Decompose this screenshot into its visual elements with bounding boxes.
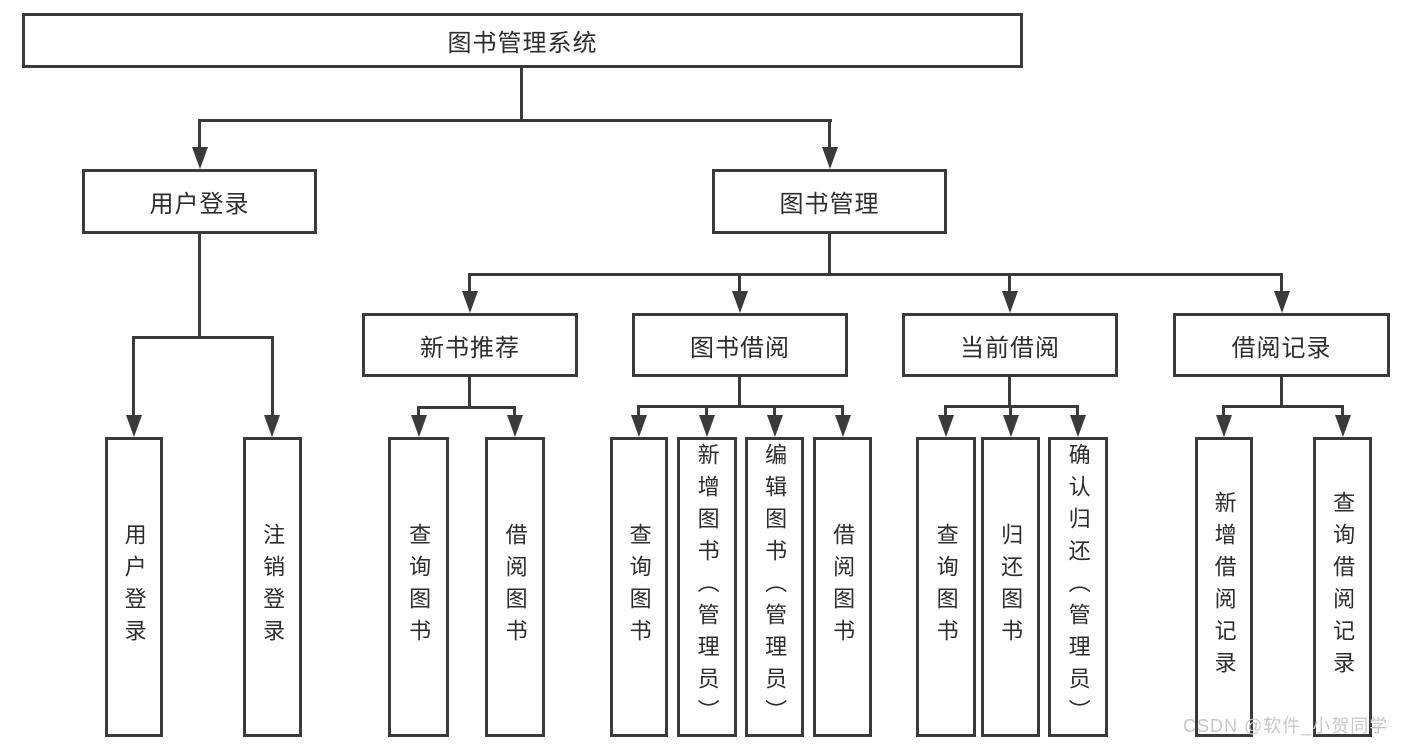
leaf-label: 归还图书 xyxy=(998,523,1024,651)
leaf-label: 注销登录 xyxy=(260,523,286,651)
leaf-query-books-current: 查询图书 xyxy=(916,437,976,737)
leaf-label: 编辑图书（管理员） xyxy=(762,443,788,731)
arrow-down-icon xyxy=(192,147,208,169)
connector-line xyxy=(738,377,741,408)
leaf-label: 查询图书 xyxy=(406,523,432,651)
arrow-down-icon xyxy=(462,291,478,313)
arrow-down-icon xyxy=(1274,291,1290,313)
connector-line xyxy=(1008,273,1011,291)
connector-line xyxy=(828,119,831,147)
leaf-label: 查询图书 xyxy=(933,523,959,651)
leaf-query-borrow-record: 查询借阅记录 xyxy=(1313,437,1372,737)
leaf-add-borrow-record: 新增借阅记录 xyxy=(1195,437,1253,737)
arrow-down-icon xyxy=(126,415,142,437)
connector-line xyxy=(198,119,201,147)
arrow-down-icon xyxy=(1003,415,1019,437)
connector-line xyxy=(1222,405,1343,408)
arrow-down-icon xyxy=(822,147,838,169)
node-book-management: 图书管理 xyxy=(712,169,947,234)
node-book-borrowing: 图书借阅 xyxy=(632,313,848,377)
leaf-logout: 注销登录 xyxy=(243,437,302,737)
leaf-label: 确认归还（管理员） xyxy=(1065,443,1091,731)
connector-line xyxy=(1009,405,1012,415)
connector-line xyxy=(468,273,471,291)
node-user-login: 用户登录 xyxy=(82,169,317,234)
connector-line xyxy=(132,336,274,339)
connector-line xyxy=(198,119,832,122)
node-label: 当前借阅 xyxy=(960,334,1060,362)
node-label: 图书管理 xyxy=(779,191,880,218)
arrow-down-icon xyxy=(699,415,715,437)
arrow-down-icon xyxy=(938,415,954,437)
connector-line xyxy=(637,405,844,408)
connector-line xyxy=(417,406,516,409)
arrow-down-icon xyxy=(1002,291,1018,313)
connector-line xyxy=(198,233,201,339)
arrow-down-icon xyxy=(767,415,783,437)
arrow-down-icon xyxy=(1335,415,1351,437)
leaf-confirm-return-admin: 确认归还（管理员） xyxy=(1048,437,1108,737)
connector-line xyxy=(705,405,708,415)
connector-line xyxy=(637,405,640,415)
leaf-label: 查询图书 xyxy=(626,523,652,651)
node-label: 图书管理系统 xyxy=(447,30,598,57)
leaf-label: 新增图书（管理员） xyxy=(694,443,720,731)
connector-line xyxy=(828,234,831,276)
leaf-borrow-books-recommend: 借阅图书 xyxy=(485,437,545,737)
connector-line xyxy=(417,406,420,415)
connector-line xyxy=(773,405,776,415)
leaf-edit-book-admin: 编辑图书（管理员） xyxy=(745,437,804,737)
node-library-system: 图书管理系统 xyxy=(22,13,1023,68)
node-new-book-recommend: 新书推荐 xyxy=(362,313,578,377)
connector-line xyxy=(132,336,135,415)
connector-line xyxy=(1222,405,1225,415)
connector-line xyxy=(1008,377,1011,408)
connector-line xyxy=(1280,273,1283,291)
connector-line xyxy=(271,336,274,415)
arrow-down-icon xyxy=(631,415,647,437)
leaf-label: 用户登录 xyxy=(121,523,147,651)
connector-line xyxy=(1280,377,1283,408)
csdn-watermark: CSDN @软件_小贺同学 xyxy=(1183,716,1389,736)
connector-line xyxy=(1076,405,1079,415)
node-label: 借阅记录 xyxy=(1231,334,1332,362)
leaf-query-books-borrow: 查询图书 xyxy=(610,437,668,737)
connector-line xyxy=(520,68,523,122)
leaf-add-book-admin: 新增图书（管理员） xyxy=(677,437,737,737)
arrow-down-icon xyxy=(1216,415,1232,437)
arrow-down-icon xyxy=(835,415,851,437)
node-label: 新书推荐 xyxy=(420,334,520,362)
leaf-label: 借阅图书 xyxy=(502,523,528,651)
leaf-return-book: 归还图书 xyxy=(981,437,1040,737)
leaf-label: 新增借阅记录 xyxy=(1211,491,1237,683)
node-label: 用户登录 xyxy=(149,191,250,218)
connector-line xyxy=(738,273,741,291)
connector-line xyxy=(468,377,471,409)
arrow-down-icon xyxy=(411,415,427,437)
node-current-borrowing: 当前借阅 xyxy=(902,313,1118,377)
leaf-label: 查询借阅记录 xyxy=(1330,491,1356,683)
leaf-label: 借阅图书 xyxy=(830,523,856,651)
arrow-down-icon xyxy=(507,415,523,437)
connector-line xyxy=(841,405,844,415)
node-label: 图书借阅 xyxy=(690,334,790,362)
arrow-down-icon xyxy=(264,415,280,437)
connector-line xyxy=(513,406,516,415)
arrow-down-icon xyxy=(1070,415,1086,437)
leaf-user-login: 用户登录 xyxy=(105,437,163,737)
connector-line xyxy=(1341,405,1344,415)
arrow-down-icon xyxy=(732,291,748,313)
node-borrow-records: 借阅记录 xyxy=(1173,313,1390,377)
connector-line xyxy=(468,273,1283,276)
leaf-borrow-books: 借阅图书 xyxy=(813,437,872,737)
connector-line xyxy=(944,405,947,415)
leaf-query-books-recommend: 查询图书 xyxy=(388,437,449,737)
